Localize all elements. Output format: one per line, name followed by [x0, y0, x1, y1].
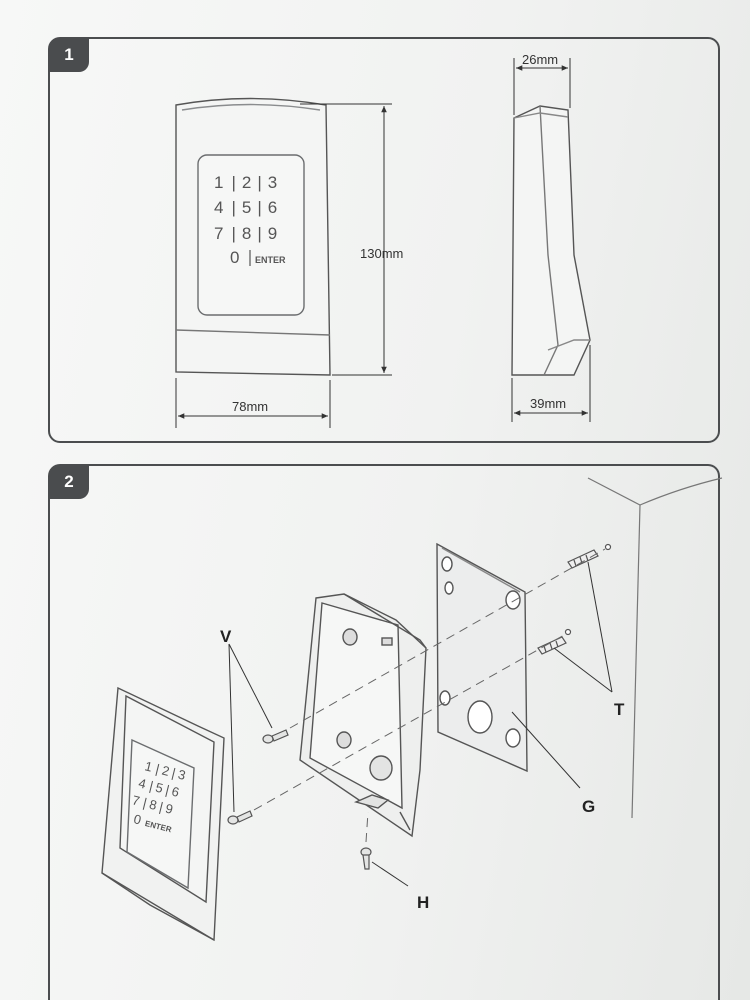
step-1-panel: [48, 37, 720, 443]
width-dimension: [175, 378, 331, 428]
keypad-row-2: 4|5|6: [214, 198, 277, 217]
alignment-lines: [253, 548, 606, 843]
keypad-cover: [101, 686, 225, 942]
callout-v: V: [220, 627, 232, 646]
width-label: 78mm: [232, 399, 268, 414]
keypad-enter: ENTER: [255, 255, 286, 265]
svg-text:1|2|3: 1|2|3: [143, 758, 187, 783]
depth-bottom-dimension: [511, 345, 591, 422]
keypad-zero: 0: [230, 248, 239, 267]
back-housing: [299, 593, 427, 838]
callout-leaders: [228, 561, 613, 887]
side-view-keypad: [511, 105, 591, 376]
wall-corner: [587, 477, 723, 819]
depth-top-dimension: [513, 58, 571, 115]
front-keypad-labels: 1|2|3 4|5|6 7|8|9 0 ENTER: [214, 173, 286, 267]
fixing-screws: [227, 729, 372, 870]
svg-text:4|5|6: 4|5|6: [137, 775, 181, 800]
height-label: 130mm: [360, 246, 403, 261]
front-view-keypad: [175, 97, 331, 376]
keypad-row-3: 7|8|9: [214, 224, 277, 243]
step-2-badge: 2: [49, 465, 89, 499]
mounting-plate: [436, 542, 528, 773]
svg-text:0: 0: [132, 811, 143, 827]
keypad-row-1: 1|2|3: [214, 173, 277, 192]
height-dimension: [300, 103, 392, 376]
step-1-badge: 1: [49, 38, 89, 72]
callout-g: G: [582, 797, 595, 816]
cover-keypad-labels: 1|2|3 4|5|6 7|8|9 0 ENTER: [131, 758, 187, 834]
svg-text:7|8|9: 7|8|9: [131, 792, 175, 817]
depth-top-label: 26mm: [522, 52, 558, 67]
step-2-panel: [48, 464, 720, 1000]
wall-plugs: [537, 543, 612, 655]
callout-h: H: [417, 893, 429, 912]
depth-bottom-label: 39mm: [530, 396, 566, 411]
callout-t: T: [614, 700, 625, 719]
